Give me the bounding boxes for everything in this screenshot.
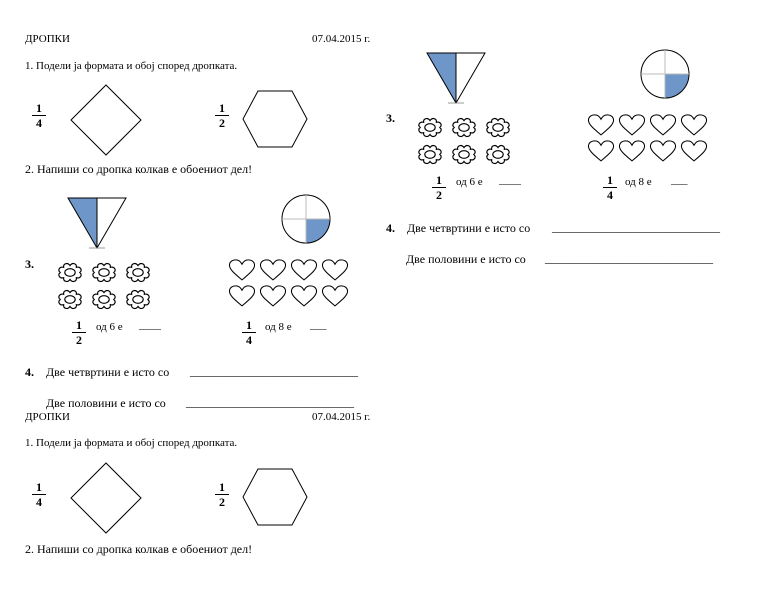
task4-line2: Две половини е исто со	[406, 252, 526, 266]
sheet-title: ДРОПКИ	[25, 33, 70, 45]
task1-instruction: 1. Подели ја формата и обој според дропк…	[25, 60, 238, 72]
hearts-answer-blank[interactable]: ___	[671, 174, 688, 186]
task2-instruction: 2. Напиши со дропка колкав е обоениот де…	[25, 162, 253, 176]
task4-line1: Две четвртини е исто со	[46, 365, 170, 379]
task4-line2-blank[interactable]: ____________________________	[186, 395, 354, 409]
task3-number: 3.	[386, 111, 395, 125]
flowers-answer-blank[interactable]: ____	[139, 319, 161, 331]
hearts-group	[587, 114, 708, 162]
sheet-date: 07.04.2015 г.	[312, 33, 371, 45]
diamond-shape[interactable]	[70, 84, 142, 156]
sheet-date: 07.04.2015 г.	[312, 411, 371, 423]
hearts-answer-blank[interactable]: ___	[310, 319, 327, 331]
task4-line1-blank[interactable]: ____________________________	[552, 220, 720, 234]
diamond-shape[interactable]	[70, 462, 142, 534]
task4-line1-blank[interactable]: ____________________________	[190, 364, 358, 378]
flowers-text: од 6 е	[456, 176, 483, 188]
flowers-answer-blank[interactable]: ____	[499, 174, 521, 186]
shaded-triangle	[426, 52, 486, 104]
hexagon-shape[interactable]	[242, 90, 308, 148]
shaded-circle	[640, 49, 690, 99]
task1-instruction: 1. Подели ја формата и обој според дропк…	[25, 437, 238, 449]
task2-instruction: 2. Напиши со дропка колкав е обоениот де…	[25, 542, 253, 556]
flowers-group	[58, 262, 150, 310]
hearts-group	[228, 259, 349, 307]
shaded-triangle	[67, 197, 127, 249]
hexagon-shape[interactable]	[242, 468, 308, 526]
sheet-title: ДРОПКИ	[25, 411, 70, 423]
task4-number: 4.	[386, 221, 395, 235]
hearts-text: од 8 е	[625, 176, 652, 188]
hearts-text: од 8 е	[265, 321, 292, 333]
task4-line1: Две четвртини е исто со	[407, 221, 531, 235]
flowers-group	[418, 117, 510, 165]
task4-line2: Две половини е исто со	[46, 396, 166, 410]
task4-number: 4.	[25, 365, 34, 379]
task3-number: 3.	[25, 257, 34, 271]
shaded-circle	[281, 194, 331, 244]
flowers-text: од 6 е	[96, 321, 123, 333]
task4-line2-blank[interactable]: ____________________________	[545, 251, 713, 265]
